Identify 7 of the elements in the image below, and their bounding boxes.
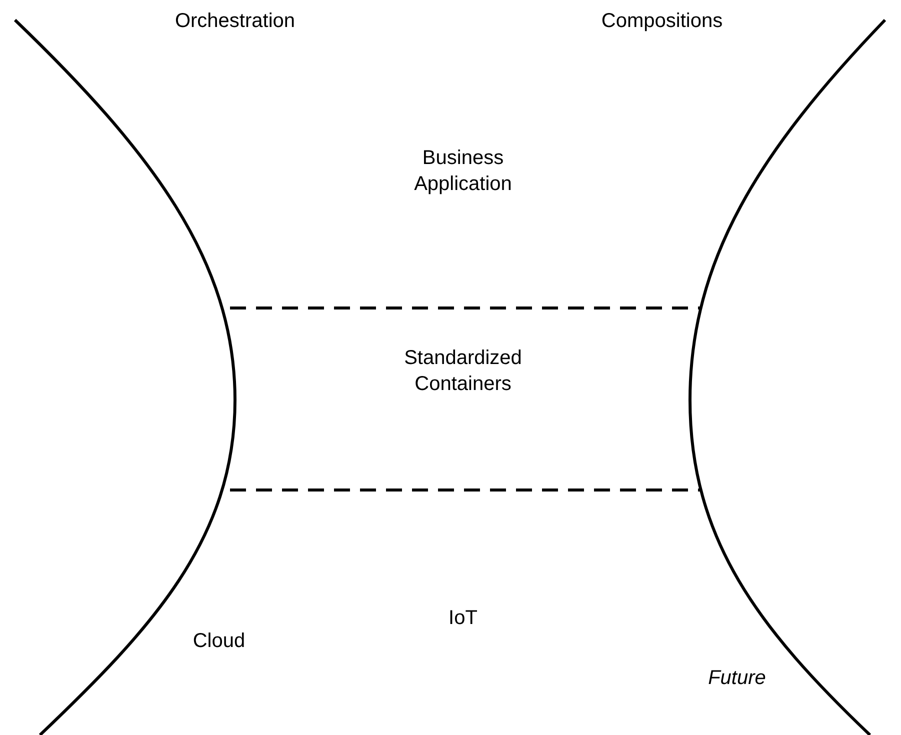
- section-label: Orchestration: [174, 9, 296, 34]
- section-label: Future: [708, 666, 766, 691]
- section-label: IoT: [448, 606, 478, 631]
- section-label: Cloud: [192, 629, 246, 654]
- section-label: Standardized Containers: [403, 346, 523, 397]
- section-label: Business Application: [413, 146, 513, 197]
- section-label: Compositions: [601, 9, 723, 34]
